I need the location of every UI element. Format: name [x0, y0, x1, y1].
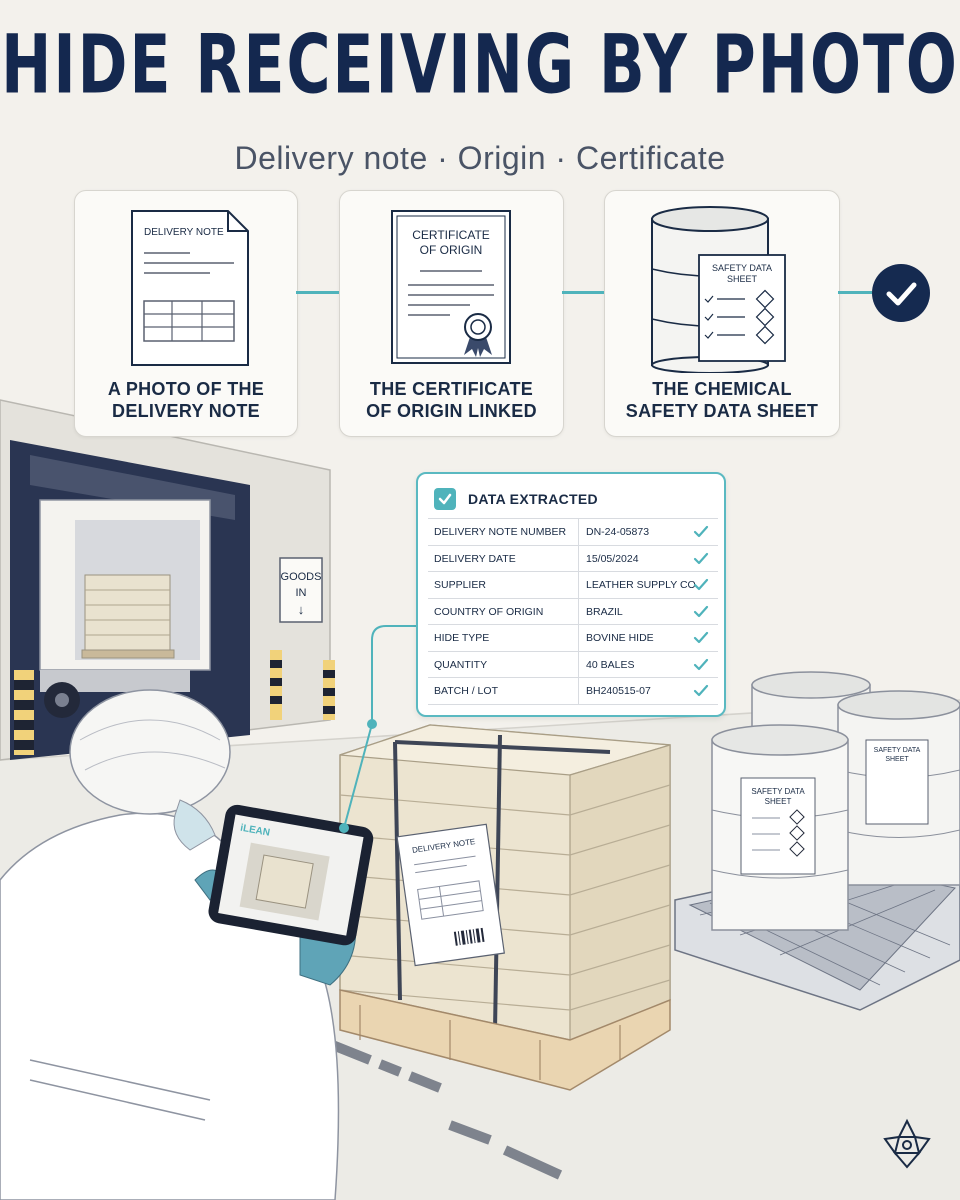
check-icon	[693, 631, 709, 644]
drum-right-label-line1: SAFETY DATA	[874, 747, 921, 754]
complete-check-icon	[872, 264, 930, 322]
field-label: BATCH / LOT	[434, 685, 498, 697]
table-row: COUNTRY OF ORIGIN BRAZIL	[428, 597, 718, 624]
page-title: HIDE RECEIVING BY PHOTO	[1, 18, 959, 113]
step-label-line2: OF ORIGIN LINKED	[366, 401, 537, 421]
delivery-note-doc-title: DELIVERY NOTE	[144, 227, 224, 238]
column-divider	[578, 572, 579, 598]
delivery-note-doc-icon: DELIVERY NOTE	[131, 210, 249, 366]
table-row: QUANTITY 40 BALES	[428, 650, 718, 677]
tablet-device: iLEAN	[208, 804, 374, 946]
field-value: BOVINE HIDE	[586, 632, 654, 644]
hazard-icon	[755, 289, 775, 345]
drum-front-label-line1: SAFETY DATA	[751, 787, 805, 796]
check-icon	[693, 525, 709, 538]
tablet-brand: iLEAN	[239, 823, 270, 839]
check-icon	[693, 552, 709, 564]
table-row: DELIVERY DATE 15/05/2024	[428, 544, 718, 571]
table-row: DELIVERY NOTE NUMBER DN-24-05873	[428, 518, 718, 545]
sds-doc-title-line2: SHEET	[727, 274, 758, 284]
sds-doc-title-line1: SAFETY DATA	[712, 263, 772, 273]
check-icon	[693, 578, 709, 591]
certificate-doc-title-line1: CERTIFICATE	[412, 228, 490, 242]
goods-in-sign-line1: GOODS	[281, 571, 322, 583]
hazard-icon	[789, 809, 805, 857]
step-label-certificate-origin: THE CERTIFICATE OF ORIGIN LINKED	[340, 378, 563, 422]
field-value: 15/05/2024	[586, 552, 639, 565]
column-divider	[578, 598, 579, 624]
step-card-safety-data-sheet: SAFETY DATA SHEET THE CHEMICAL SAFETY DA…	[604, 190, 840, 437]
step-card-delivery-note: DELIVERY NOTE A PHOTO OF THE DELIVERY NO…	[74, 190, 298, 437]
page-subtitle: Delivery note · Origin · Certificate	[234, 140, 726, 176]
step-label-line1: THE CHEMICAL	[652, 379, 792, 399]
check-icon	[693, 605, 709, 617]
connector-line	[296, 291, 339, 294]
drum-right-label-line2: SHEET	[885, 756, 909, 763]
field-label: SUPPLIER	[434, 579, 486, 591]
column-divider	[578, 651, 579, 677]
check-icon	[693, 684, 709, 697]
data-extracted-title: DATA EXTRACTED	[468, 491, 598, 507]
step-label-delivery-note: A PHOTO OF THE DELIVERY NOTE	[75, 378, 297, 422]
step-label-safety-data-sheet: THE CHEMICAL SAFETY DATA SHEET	[605, 378, 839, 422]
column-divider	[578, 519, 579, 545]
table-row: HIDE TYPE BOVINE HIDE	[428, 624, 718, 651]
barcode-icon	[453, 927, 485, 946]
field-label: DELIVERY NOTE NUMBER	[434, 526, 567, 538]
drum-front-label-line2: SHEET	[765, 797, 792, 806]
field-value: BH240515-07	[586, 685, 651, 697]
table-row: SUPPLIER LEATHER SUPPLY CO.	[428, 571, 718, 598]
field-label: DELIVERY DATE	[434, 552, 516, 565]
drum-sds-icon: SAFETY DATA SHEET	[651, 206, 786, 373]
field-label: COUNTRY OF ORIGIN	[434, 605, 544, 618]
pallet-delivery-note: DELIVERY NOTE	[396, 823, 505, 967]
truck-bales-icon	[81, 574, 175, 659]
column-divider	[578, 678, 579, 704]
data-extracted-panel: DATA EXTRACTED DELIVERY NOTE NUMBER DN-24…	[416, 472, 726, 717]
field-label: HIDE TYPE	[434, 632, 490, 644]
field-value: BRAZIL	[586, 605, 623, 618]
step-label-line1: THE CERTIFICATE	[369, 379, 534, 399]
certificate-doc-title-line2: OF ORIGIN	[420, 243, 483, 257]
hide-pallet	[339, 724, 671, 1091]
flower-logo-icon	[883, 1118, 931, 1169]
field-label: QUANTITY	[434, 658, 488, 671]
check-icon	[693, 658, 709, 670]
step-label-line2: SAFETY DATA SHEET	[625, 401, 819, 421]
certificate-doc-icon: CERTIFICATE OF ORIGIN	[391, 210, 511, 364]
field-value: 40 BALES	[586, 658, 635, 671]
goods-in-sign-line2: IN	[296, 587, 307, 599]
checkbox-icon	[434, 488, 456, 510]
step-label-line1: A PHOTO OF THE	[107, 379, 265, 399]
connector-line	[562, 291, 604, 294]
table-row: BATCH / LOT BH240515-07	[428, 677, 718, 705]
step-card-certificate-origin: CERTIFICATE OF ORIGIN THE CERTIFICATE OF…	[339, 190, 564, 437]
chemical-drums: SAFETY DATA SHEET SAFETY DATA SHEET	[711, 671, 960, 931]
goods-in-arrow: ↓	[298, 602, 305, 617]
column-divider	[578, 545, 579, 571]
connector-line	[838, 291, 872, 294]
field-value: LEATHER SUPPLY CO.	[586, 579, 699, 591]
field-value: DN-24-05873	[586, 526, 650, 538]
step-label-line2: DELIVERY NOTE	[112, 401, 260, 421]
column-divider	[578, 625, 579, 651]
seal-icon	[464, 313, 492, 357]
